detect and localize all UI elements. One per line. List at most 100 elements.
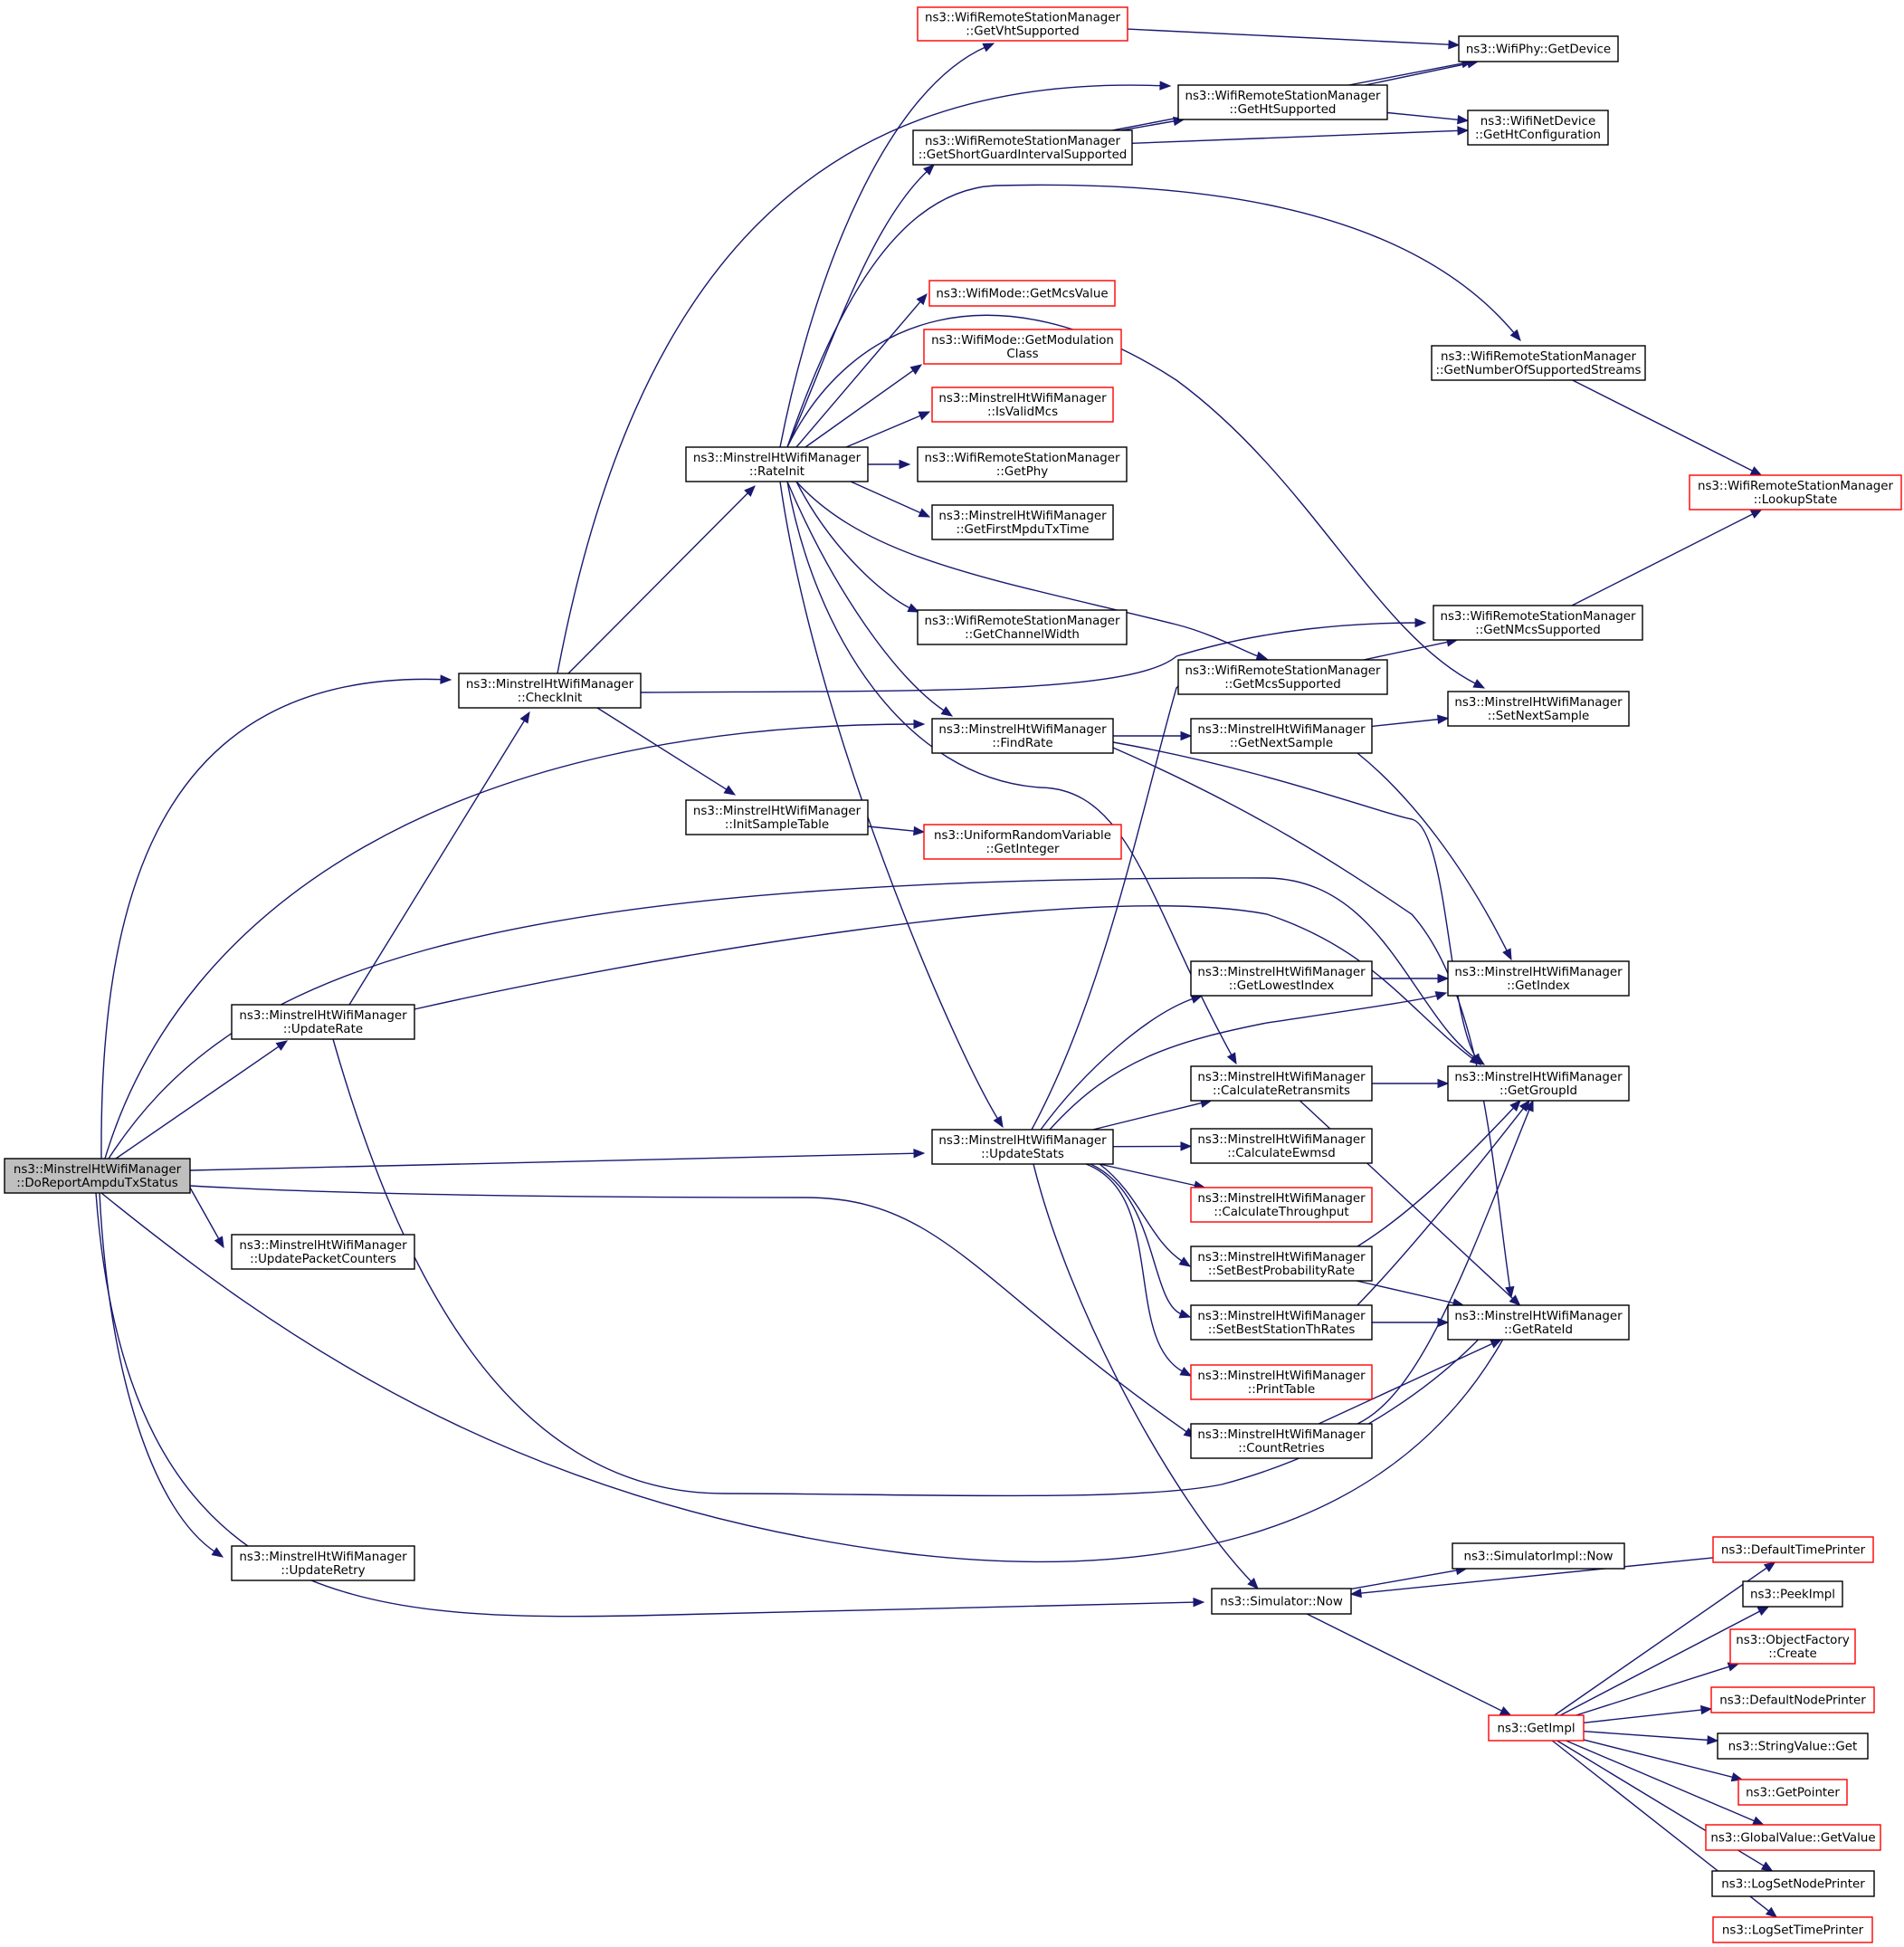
node-defaulttimeprinter[interactable]: ns3::DefaultTimePrinter xyxy=(1712,1536,1874,1563)
node-getfirstmpdu[interactable]: ns3::MinstrelHtWifiManager::GetFirstMpdu… xyxy=(931,504,1114,540)
node-updatepacketcounters[interactable]: ns3::MinstrelHtWifiManager::UpdatePacket… xyxy=(231,1234,415,1270)
node-calcthroughput[interactable]: ns3::MinstrelHtWifiManager::CalculateThr… xyxy=(1190,1187,1373,1223)
node-getmcsvalue[interactable]: ns3::WifiMode::GetMcsValue xyxy=(928,280,1116,307)
node-getinteger[interactable]: ns3::UniformRandomVariable::GetInteger xyxy=(923,824,1122,860)
node-getphy[interactable]: ns3::WifiRemoteStationManager::GetPhy xyxy=(917,446,1128,482)
edge-arrowhead xyxy=(1457,114,1470,125)
node-label: ::CountRetries xyxy=(1238,1442,1324,1455)
edge-line xyxy=(1357,1108,1531,1425)
edge-updatestats-to-calcretransmits xyxy=(1092,1098,1213,1131)
node-countretries[interactable]: ns3::MinstrelHtWifiManager::CountRetries xyxy=(1190,1423,1373,1459)
edge-arrowhead xyxy=(1505,1285,1515,1299)
edge-arrowhead xyxy=(1193,1597,1205,1608)
node-lookupstate[interactable]: ns3::WifiRemoteStationManager::LookupSta… xyxy=(1689,474,1902,511)
node-label: ns3::MinstrelHtWifiManager xyxy=(14,1163,182,1177)
edge-line xyxy=(786,169,928,448)
node-getchannelwidth[interactable]: ns3::WifiRemoteStationManager::GetChanne… xyxy=(917,609,1128,645)
node-logsetnodeprinter[interactable]: ns3::LogSetNodePrinter xyxy=(1711,1870,1875,1897)
node-root: ns3::MinstrelHtWifiManager::DoReportAmpd… xyxy=(4,1158,191,1194)
node-label: ns3::MinstrelHtWifiManager xyxy=(1454,696,1623,710)
edge-line xyxy=(1127,28,1452,45)
node-simimplnow[interactable]: ns3::SimulatorImpl::Now xyxy=(1452,1542,1625,1570)
node-rateinit[interactable]: ns3::MinstrelHtWifiManager::RateInit xyxy=(685,446,869,482)
node-setnextsample[interactable]: ns3::MinstrelHtWifiManager::SetNextSampl… xyxy=(1447,691,1630,727)
node-getlowestindex[interactable]: ns3::MinstrelHtWifiManager::GetLowestInd… xyxy=(1190,960,1373,997)
node-simnow[interactable]: ns3::Simulator::Now xyxy=(1211,1588,1352,1615)
node-box xyxy=(1211,1588,1352,1615)
node-getnextsample[interactable]: ns3::MinstrelHtWifiManager::GetNextSampl… xyxy=(1190,718,1373,754)
node-updaterate[interactable]: ns3::MinstrelHtWifiManager::UpdateRate xyxy=(231,1004,415,1040)
node-globalvaluegetvalue[interactable]: ns3::GlobalValue::GetValue xyxy=(1705,1824,1881,1851)
node-label: ::GetHtSupported xyxy=(1230,103,1337,117)
node-getpointer[interactable]: ns3::GetPointer xyxy=(1737,1779,1848,1806)
node-box xyxy=(912,129,1133,166)
node-objfactorycreate[interactable]: ns3::ObjectFactory::Create xyxy=(1729,1628,1856,1665)
edge-countretries-to-getgroupid xyxy=(1357,1099,1534,1425)
edge-line xyxy=(1365,62,1471,86)
edge-line xyxy=(640,622,1418,693)
node-box xyxy=(685,446,869,482)
node-initsampletable[interactable]: ns3::MinstrelHtWifiManager::InitSampleTa… xyxy=(685,799,869,835)
node-gethtsupported[interactable]: ns3::WifiRemoteStationManager::GetHtSupp… xyxy=(1177,84,1388,120)
node-getimpl[interactable]: ns3::GetImpl xyxy=(1488,1714,1585,1742)
node-getrateid[interactable]: ns3::MinstrelHtWifiManager::GetRateId xyxy=(1447,1304,1630,1341)
edge-arrowhead xyxy=(1180,1141,1193,1151)
node-getindex[interactable]: ns3::MinstrelHtWifiManager::GetIndex xyxy=(1447,960,1630,997)
edge-line xyxy=(795,481,1260,658)
node-updatestats[interactable]: ns3::MinstrelHtWifiManager::UpdateStats xyxy=(931,1129,1114,1165)
edge-line xyxy=(115,1045,281,1160)
node-getnmcs[interactable]: ns3::WifiRemoteStationManager::GetNMcsSu… xyxy=(1433,605,1643,641)
edge-updatestats-to-calcewmsd xyxy=(1112,1141,1193,1151)
node-getvhtsupported[interactable]: ns3::WifiRemoteStationManager::GetVhtSup… xyxy=(917,6,1128,42)
edge-arrowhead xyxy=(1763,1561,1776,1572)
node-label: ::CalculateThroughput xyxy=(1214,1206,1348,1219)
node-updateretry[interactable]: ns3::MinstrelHtWifiManager::UpdateRetry xyxy=(231,1545,415,1581)
edge-countretries-to-getrateid xyxy=(1318,1339,1503,1425)
node-gethtconfig[interactable]: ns3::WifiNetDevice::GetHtConfiguration xyxy=(1467,110,1609,146)
node-box xyxy=(1433,605,1643,641)
node-stringvalueget[interactable]: ns3::StringValue::Get xyxy=(1717,1732,1869,1760)
node-checkinit[interactable]: ns3::MinstrelHtWifiManager::CheckInit xyxy=(458,673,642,709)
edge-arrowhead xyxy=(723,785,737,796)
edge-line xyxy=(786,314,1478,685)
node-logsettimeprinter[interactable]: ns3::LogSetTimePrinter xyxy=(1712,1916,1873,1943)
edge-arrowhead xyxy=(916,292,928,306)
node-peekimpl[interactable]: ns3::PeekImpl xyxy=(1742,1580,1843,1608)
node-calcretransmits[interactable]: ns3::MinstrelHtWifiManager::CalculateRet… xyxy=(1190,1065,1373,1102)
edge-checkinit-to-rateinit xyxy=(567,485,756,674)
node-label: ns3::LogSetTimePrinter xyxy=(1722,1924,1864,1938)
node-getshortguard[interactable]: ns3::WifiRemoteStationManager::GetShortG… xyxy=(912,129,1133,166)
node-getnumstreams[interactable]: ns3::WifiRemoteStationManager::GetNumber… xyxy=(1431,345,1646,381)
edge-line xyxy=(1583,1731,1710,1742)
node-label: ::InitSampleTable xyxy=(725,818,829,832)
node-box xyxy=(1190,1304,1373,1341)
node-box xyxy=(917,446,1128,482)
node-label: ::SetBestStationThRates xyxy=(1208,1323,1356,1337)
node-isvalidmcs[interactable]: ns3::MinstrelHtWifiManager::IsValidMcs xyxy=(931,387,1114,423)
edge-line xyxy=(779,45,987,448)
node-box xyxy=(1431,345,1646,381)
node-label: ns3::ObjectFactory xyxy=(1736,1634,1850,1647)
node-defaultnodeprinter[interactable]: ns3::DefaultNodePrinter xyxy=(1710,1686,1875,1713)
node-label: ns3::MinstrelHtWifiManager xyxy=(938,510,1107,523)
node-box xyxy=(931,718,1114,754)
node-label: ns3::LogSetNodePrinter xyxy=(1721,1878,1865,1892)
node-findrate[interactable]: ns3::MinstrelHtWifiManager::FindRate xyxy=(931,718,1114,754)
node-label: ns3::MinstrelHtWifiManager xyxy=(1197,1310,1366,1323)
edge-arrowhead xyxy=(1509,1100,1521,1112)
node-wifiphygetdevice[interactable]: ns3::WifiPhy::GetDevice xyxy=(1458,35,1619,62)
node-setbeststation[interactable]: ns3::MinstrelHtWifiManager::SetBestStati… xyxy=(1190,1304,1373,1341)
node-printtable[interactable]: ns3::MinstrelHtWifiManager::PrintTable xyxy=(1190,1364,1373,1400)
node-calcewmsd[interactable]: ns3::MinstrelHtWifiManager::CalculateEwm… xyxy=(1190,1128,1373,1164)
node-getmcssupported[interactable]: ns3::WifiRemoteStationManager::GetMcsSup… xyxy=(1177,659,1388,695)
node-box xyxy=(1737,1779,1848,1806)
edge-arrowhead xyxy=(1178,1309,1192,1319)
node-box xyxy=(1742,1580,1843,1608)
node-label: ns3::MinstrelHtWifiManager xyxy=(693,452,862,465)
node-label: ::SetBestProbabilityRate xyxy=(1208,1265,1355,1278)
node-setbestprob[interactable]: ns3::MinstrelHtWifiManager::SetBestProba… xyxy=(1190,1246,1373,1282)
node-box xyxy=(1447,1065,1630,1102)
node-getgroupid[interactable]: ns3::MinstrelHtWifiManager::GetGroupId xyxy=(1447,1065,1630,1102)
edge-rateinit-to-isvalidmcs xyxy=(845,411,931,448)
